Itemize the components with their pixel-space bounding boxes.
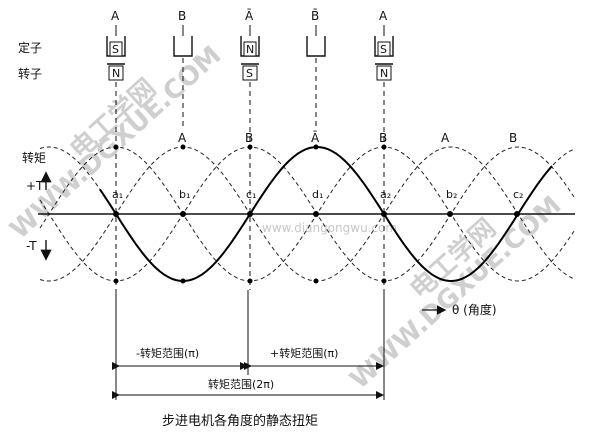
range-pos-bg — [264, 344, 368, 360]
top-dot-2 — [247, 144, 253, 150]
watermark-url: www.diangongwu.com — [262, 221, 397, 235]
point-marker-4 — [381, 211, 387, 217]
svg-text:S: S — [380, 43, 387, 56]
range-neg-bg — [132, 344, 232, 360]
active-curve — [99, 146, 553, 282]
phase-top-3: B̄ — [311, 9, 319, 23]
bottom-dot-0 — [113, 278, 119, 284]
stator-pole-4: S — [374, 36, 394, 57]
curve-label-5: B — [509, 131, 517, 145]
curve-label-0: A — [178, 131, 187, 145]
svg-text:N: N — [246, 43, 254, 56]
curve-label-4: A — [441, 131, 450, 145]
bottom-dot-3 — [313, 278, 319, 284]
stator-label: 定子 — [18, 40, 42, 55]
stator-pole-0: S — [106, 36, 126, 57]
dashed-curve-0 — [39, 146, 575, 282]
phase-labels-top: A B Ā B̄ A — [111, 9, 388, 36]
top-dot-1 — [180, 144, 186, 150]
neg-torque-label: -T — [26, 239, 37, 253]
stator-pole-1 — [173, 36, 193, 57]
curve-label-2: Ā — [311, 131, 320, 145]
dashed-curve-2 — [39, 146, 575, 282]
theta-label: θ (角度) — [452, 302, 497, 317]
curve-label-1: B — [245, 131, 253, 145]
bottom-dot-4 — [381, 278, 387, 284]
bottom-dot-2 — [247, 278, 253, 284]
rotor-pole-0: N — [107, 63, 125, 81]
stator-pole-2: N — [240, 36, 260, 57]
rotor-pole-1: S — [241, 63, 259, 81]
phase-top-2: Ā — [245, 9, 254, 23]
point-label-1: b₁ — [179, 188, 190, 201]
torque-range-dims: -转矩范围(π) +转矩范围(π) 转矩范围(2π) — [112, 290, 385, 400]
top-dot-3 — [313, 144, 319, 150]
stator-pole-3 — [306, 36, 326, 57]
equilibrium-points: a₁ b₁ c₁ d₁ a₂ b₂ c₂ — [112, 144, 523, 284]
svg-text:N: N — [380, 67, 388, 80]
phase-top-4: A — [379, 9, 388, 23]
torque-curves — [39, 146, 575, 282]
point-label-4: a₂ — [380, 188, 391, 201]
rotor-label: 转子 — [18, 66, 42, 81]
point-label-0: a₁ — [112, 188, 123, 201]
pos-torque-label: +T — [26, 179, 44, 193]
point-label-6: c₂ — [513, 188, 523, 201]
svg-text:S: S — [112, 43, 119, 56]
guide-lines — [115, 58, 385, 290]
curve-label-3: B — [379, 131, 387, 145]
rotor-pole-2: N — [375, 63, 393, 81]
point-label-3: d₁ — [312, 188, 323, 201]
torque-label: 转矩 — [22, 150, 46, 165]
top-dot-4 — [381, 144, 387, 150]
dashed-curve-1 — [39, 146, 575, 282]
caption: 步进电机各角度的静态扭矩 — [162, 413, 318, 429]
point-marker-0 — [113, 211, 119, 217]
phase-top-0: A — [111, 9, 120, 23]
point-marker-2 — [247, 211, 253, 217]
range-full-label: 转矩范围(2π) — [208, 377, 274, 391]
point-marker-5 — [447, 211, 453, 217]
point-marker-1 — [180, 211, 186, 217]
top-dot-0 — [113, 144, 119, 150]
range-pos-label: +转矩范围(π) — [270, 346, 338, 360]
watermark: WWW.DGXUE.COM 电工学网 WWW.DGXUE.COM 电工学网 ww… — [5, 41, 568, 396]
point-marker-3 — [313, 211, 319, 217]
point-label-2: c₁ — [246, 188, 256, 201]
svg-text:S: S — [246, 67, 253, 80]
phase-top-1: B — [178, 9, 186, 23]
bottom-dot-1 — [180, 278, 186, 284]
point-marker-6 — [514, 211, 520, 217]
range-neg-label: -转矩范围(π) — [136, 346, 199, 360]
svg-text:N: N — [112, 67, 120, 80]
point-label-5: b₂ — [446, 188, 457, 201]
